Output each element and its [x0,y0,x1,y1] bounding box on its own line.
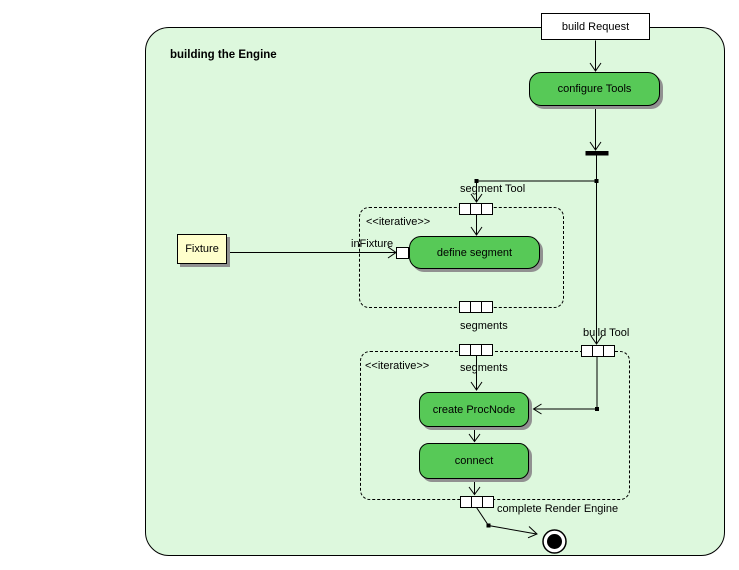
object-node-build-request[interactable]: build Request [541,13,650,40]
edge-segments-pin-to-create-procnode[interactable] [470,355,483,391]
label-iterative-region2: <<iterative>> [365,360,430,372]
edge-out-pin-to-final[interactable] [476,507,538,539]
label-complete-render-engine: complete Render Engine [497,503,619,515]
action-define-segment[interactable]: define segment [409,236,540,269]
edge-fork-to-build-tool-pin[interactable] [590,155,603,345]
label-iterative-region1: <<iterative>> [366,216,431,228]
label-build-tool: build Tool [583,327,630,339]
object-node-fixture-label: Fixture [185,243,219,255]
label-segments-input: segments [460,362,508,374]
activity-final-node[interactable] [542,529,567,554]
action-connect[interactable]: connect [419,443,529,479]
expansion-pin-segment-tool[interactable] [459,203,493,215]
object-node-fixture[interactable]: Fixture [177,234,227,264]
object-node-build-request-label: build Request [561,20,630,33]
action-define-segment-label: define segment [436,246,513,259]
fork-bar[interactable] [585,151,609,156]
expansion-pin-segments-input[interactable] [459,344,493,356]
label-segment-tool: segment Tool [460,183,526,195]
expansion-region-build[interactable] [360,351,630,500]
edge-build-request-to-configure-tools[interactable] [589,40,602,72]
action-configure-tools[interactable]: configure Tools [529,72,660,106]
action-create-procnode-label: create ProcNode [432,403,516,416]
input-pin-infixture[interactable] [396,247,409,259]
expansion-pin-region1-output[interactable] [459,301,493,313]
action-create-procnode[interactable]: create ProcNode [419,392,529,427]
edge-connect-to-out-pin[interactable] [468,479,481,496]
action-configure-tools-label: configure Tools [557,83,632,95]
edge-create-procnode-to-connect[interactable] [468,427,481,443]
edge-build-tool-pin-to-create-procnode[interactable] [532,356,600,415]
action-connect-label: connect [454,455,494,467]
edge-fork-branch-segment-tool[interactable] [470,179,599,203]
label-segments-output: segments [460,320,508,332]
label-infixture: inFixture [351,238,394,250]
activity-frame-title: building the Engine [170,49,277,61]
edge-segment-tool-pin-to-define-segment[interactable] [470,214,483,236]
expansion-pin-region2-output[interactable] [460,496,494,508]
expansion-pin-build-tool[interactable] [581,345,615,357]
edge-configure-tools-to-fork[interactable] [589,106,602,151]
